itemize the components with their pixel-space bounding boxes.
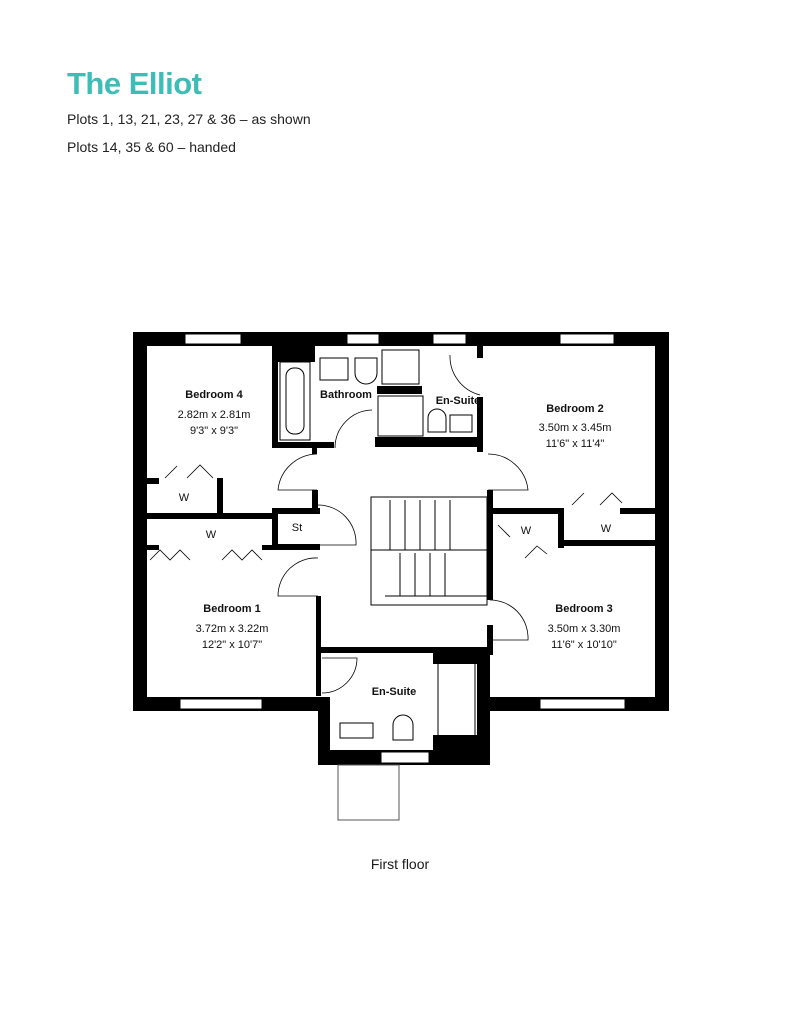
shower xyxy=(377,395,424,437)
basin xyxy=(449,414,473,433)
fixtures xyxy=(279,349,488,821)
window xyxy=(179,698,263,710)
bedroom1-name: Bedroom 1 xyxy=(203,603,260,615)
ensuite-bottom-name: En-Suite xyxy=(372,686,417,698)
wardrobe-label: W xyxy=(601,523,612,535)
wardrobe-label: W xyxy=(179,492,190,504)
bedroom1-imperial: 12'2" x 10'7" xyxy=(202,639,262,651)
toilet xyxy=(427,408,447,433)
window xyxy=(432,333,467,345)
bath xyxy=(437,662,476,737)
basin xyxy=(339,722,374,739)
porch-roof xyxy=(337,764,400,821)
plots-handed: Plots 14, 35 & 60 – handed xyxy=(67,139,236,155)
window xyxy=(184,333,242,345)
shower xyxy=(381,349,420,385)
staircase xyxy=(370,496,488,606)
basin xyxy=(319,357,349,381)
window xyxy=(380,751,430,764)
wardrobe-label: W xyxy=(206,529,217,541)
doors xyxy=(149,354,623,694)
floor-label: First floor xyxy=(370,856,430,872)
windows xyxy=(179,333,626,764)
window xyxy=(539,698,626,710)
window xyxy=(346,333,380,345)
bedroom2-metric: 3.50m x 3.45m xyxy=(539,422,612,434)
bedroom4-metric: 2.82m x 2.81m xyxy=(178,409,251,421)
bedroom4-imperial: 9'3" x 9'3" xyxy=(190,425,238,437)
ensuite-top-name: En-Suite xyxy=(436,395,481,407)
bath xyxy=(279,361,311,441)
bedroom2-imperial: 11'6" x 11'4" xyxy=(546,438,605,450)
bedroom2-name: Bedroom 2 xyxy=(546,403,603,415)
bathroom-name: Bathroom xyxy=(320,389,372,401)
plots-as-shown: Plots 1, 13, 21, 23, 27 & 36 – as shown xyxy=(67,111,311,127)
store-label: St xyxy=(292,522,302,534)
bedroom4-name: Bedroom 4 xyxy=(185,389,243,401)
wardrobe-label: W xyxy=(521,525,532,537)
bedroom3-name: Bedroom 3 xyxy=(555,603,612,615)
page-title: The Elliot xyxy=(67,66,202,101)
bedroom1-metric: 3.72m x 3.22m xyxy=(196,623,269,635)
toilet xyxy=(392,714,414,741)
window xyxy=(559,333,615,345)
bedroom3-imperial: 11'6" x 10'10" xyxy=(551,639,617,651)
toilet xyxy=(354,357,378,385)
bedroom3-metric: 3.50m x 3.30m xyxy=(548,623,621,635)
